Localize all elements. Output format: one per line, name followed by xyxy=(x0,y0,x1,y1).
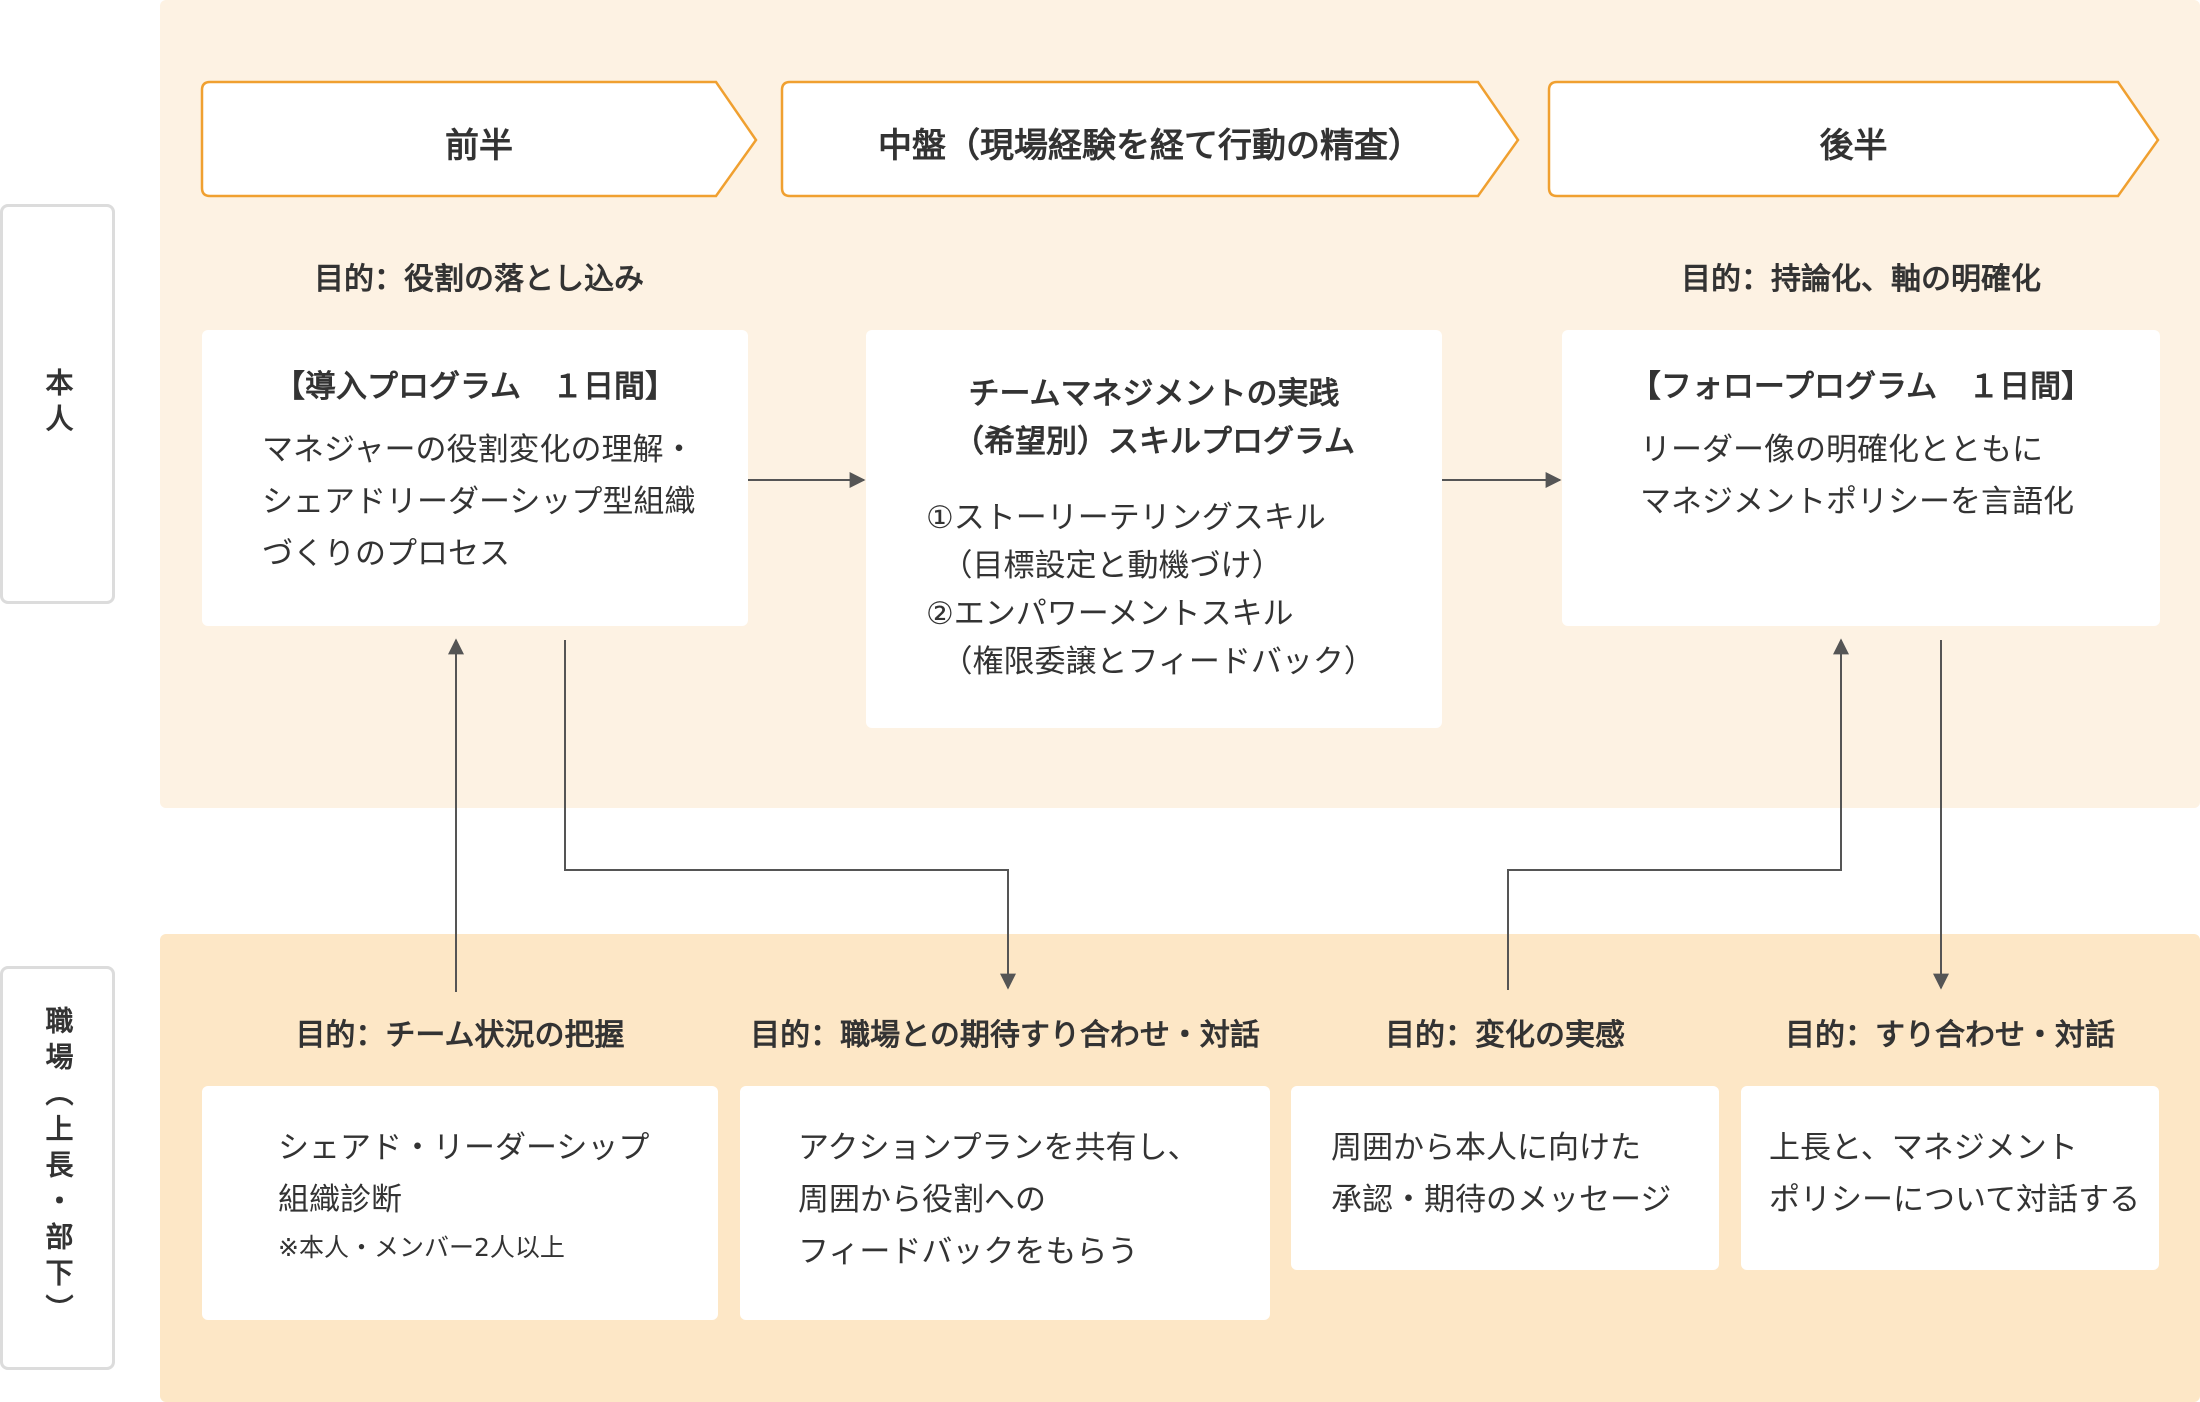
workplace-card-diagnosis-text: シェアド・リーダーシップ 組織診断 xyxy=(278,1130,650,1218)
workplace-card-dialogue-text: 上長と、マネジメント ポリシーについて対話する xyxy=(1769,1130,2141,1218)
workplace-card-message-text: 周囲から本人に向けた 承認・期待のメッセージ xyxy=(1331,1130,1672,1218)
skill-program-card: チームマネジメントの実践 （希望別）スキルプログラム ①ストーリーテリングスキル… xyxy=(866,330,1442,728)
workplace-purpose-4: 目的：すり合わせ・対話 xyxy=(1785,1018,2115,1053)
workplace-label-text: 職場（上長・部下） xyxy=(41,1006,75,1330)
follow-program-text: リーダー像の明確化とともに マネジメントポリシーを言語化 xyxy=(1640,432,2074,520)
workplace-card-message: 周囲から本人に向けた 承認・期待のメッセージ xyxy=(1291,1086,1719,1270)
phase-chevron-last xyxy=(1547,80,2160,198)
skill-program-text: ①ストーリーテリングスキル （目標設定と動機づけ） ②エンパワーメントスキル （… xyxy=(926,500,1375,680)
workplace-card-diagnosis: シェアド・リーダーシップ 組織診断 ※本人・メンバー2人以上 xyxy=(202,1086,718,1320)
workplace-card-dialogue: 上長と、マネジメント ポリシーについて対話する xyxy=(1741,1086,2159,1270)
self-row-label: 本人 xyxy=(0,204,115,604)
workplace-purpose-3: 目的：変化の実感 xyxy=(1385,1018,1625,1053)
arrow-message-to-follow xyxy=(1507,638,1849,990)
follow-program-title: 【フォロープログラム １日間】 xyxy=(1629,369,2093,405)
purpose-first: 目的：役割の落とし込み xyxy=(314,262,644,297)
workplace-card-diagnosis-note: ※本人・メンバー2人以上 xyxy=(278,1233,565,1262)
follow-program-card: 【フォロープログラム １日間】 リーダー像の明確化とともに マネジメントポリシー… xyxy=(1562,330,2160,626)
intro-program-text: マネジャーの役割変化の理解・ シェアドリーダーシップ型組織 づくりのプロセス xyxy=(262,432,696,572)
phase-label-last: 後半 xyxy=(1819,126,1888,166)
workplace-purpose-1: 目的：チーム状況の把握 xyxy=(295,1018,625,1053)
workplace-card-feedback: アクションプランを共有し、 周囲から役割への フィードバックをもらう xyxy=(740,1086,1270,1320)
workplace-row-label: 職場（上長・部下） xyxy=(0,966,115,1370)
arrow-intro-to-feedback xyxy=(564,640,1016,990)
phase-label-middle: 中盤（現場経験を経て行動の精査） xyxy=(878,126,1422,166)
phase-chevron-middle xyxy=(780,80,1520,198)
intro-program-title: 【導入プログラム １日間】 xyxy=(273,369,677,405)
self-label-text: 本人 xyxy=(41,368,75,440)
intro-program-card: 【導入プログラム １日間】 マネジャーの役割変化の理解・ シェアドリーダーシップ… xyxy=(202,330,748,626)
skill-program-title: チームマネジメントの実践 （希望別）スキルプログラム xyxy=(952,376,1356,460)
workplace-card-feedback-text: アクションプランを共有し、 周囲から役割への フィードバックをもらう xyxy=(798,1130,1199,1270)
purpose-last: 目的：持論化、軸の明確化 xyxy=(1681,262,2041,297)
phase-chevron-first xyxy=(200,80,758,198)
workplace-purpose-2: 目的：職場との期待すり合わせ・対話 xyxy=(750,1018,1260,1053)
phase-label-first: 前半 xyxy=(445,126,513,166)
